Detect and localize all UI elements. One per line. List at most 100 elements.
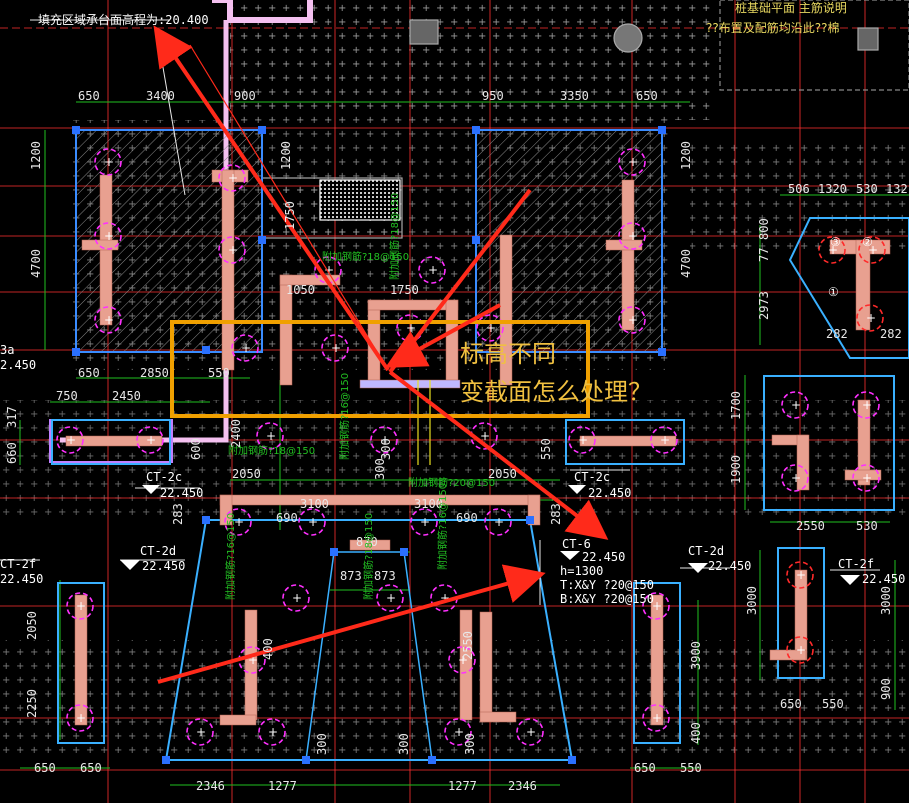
grid-node-14 <box>428 756 436 764</box>
grid-node-11 <box>162 756 170 764</box>
svg-text:+: + <box>796 643 806 657</box>
svg-text:+: + <box>440 591 450 605</box>
svg-text:+: + <box>196 725 206 739</box>
ct6-detail-2: B:X&Y ?20@150 <box>560 592 654 606</box>
cap-label-1-name: CT-2c <box>574 470 610 484</box>
svg-text:+: + <box>241 341 251 355</box>
svg-text:+: + <box>76 711 86 725</box>
svg-text:+: + <box>458 653 468 667</box>
grid-node-8 <box>202 346 210 354</box>
annotation-box <box>170 320 590 418</box>
pile-27: + <box>642 592 670 620</box>
top-left-note: 填充区域承台面高程为:20.400 <box>38 12 209 27</box>
dim-v-right-9: 900 <box>879 678 893 700</box>
cap-label-5-elev: 22.450 <box>862 572 905 586</box>
pile-24: + <box>484 508 512 536</box>
dim-center-7: 690 <box>456 511 478 525</box>
dim-mid-1: 2850 <box>140 366 169 380</box>
annotation-line-2: 变截面怎么处理？ <box>460 378 652 406</box>
pile-3: + <box>218 164 246 192</box>
grid-node-6 <box>472 236 480 244</box>
pile-40: + <box>186 718 214 746</box>
rebar-label-4: 附加钢筋?16@150 <box>224 513 237 600</box>
pile-37: + <box>376 584 404 612</box>
pile-17: + <box>650 426 678 454</box>
svg-text:+: + <box>494 515 504 529</box>
cap-label-6-name: CT-6 <box>562 537 591 551</box>
dim-v-right-15: 300 <box>463 733 477 755</box>
pile-2: + <box>94 306 122 334</box>
dim-v-left-4: 2050 <box>25 611 39 640</box>
circle-number-2: ③ <box>830 235 841 249</box>
pile-16: + <box>568 426 596 454</box>
dimension-lines <box>19 101 909 786</box>
pile-26: + <box>66 704 94 732</box>
svg-text:+: + <box>228 243 238 257</box>
pile-19: + <box>370 426 398 454</box>
svg-text:+: + <box>862 398 872 412</box>
dim-left-row-0: 750 <box>56 389 78 403</box>
pile-8: + <box>231 334 259 362</box>
dim-bottom-right-4: 282 <box>826 327 848 341</box>
svg-text:+: + <box>248 653 258 667</box>
dim-bottom-4: 1277 <box>448 779 477 793</box>
svg-text:+: + <box>266 429 276 443</box>
cap-label-5-name: CT-2f <box>838 557 874 571</box>
thin-red-line <box>189 44 389 371</box>
pile-1: + <box>94 222 122 250</box>
left-edge-label-1: 2.450 <box>0 358 36 372</box>
svg-text:+: + <box>146 433 156 447</box>
cap-label-1-elev: 22.450 <box>588 486 631 500</box>
dim-v-right-13: 300 <box>315 733 329 755</box>
pile-43: + <box>516 718 544 746</box>
dim-bottom-2: 2346 <box>196 779 225 793</box>
dim-center-1: 1750 <box>390 283 419 297</box>
grid-node-7 <box>658 348 666 356</box>
dim-v-right-1: 4700 <box>679 249 693 278</box>
rebar-label-7: 附加钢筋?18@150 <box>388 193 401 280</box>
cap-label-0-name: CT-2c <box>146 470 182 484</box>
dim-v-right-14: 300 <box>397 733 411 755</box>
cap-label-3-name: CT-2d <box>688 544 724 558</box>
dim-bottom-right-2: 650 <box>780 697 802 711</box>
ct6-detail-1: T:X&Y ?20@150 <box>560 578 654 592</box>
grid-node-12 <box>568 756 576 764</box>
dim-v-mid-7: 283 <box>171 503 185 525</box>
dim-v-left-2: 317 <box>5 406 19 428</box>
dim-top-3: 950 <box>482 89 504 103</box>
svg-text:+: + <box>104 155 114 169</box>
dim-top-right-1: 1320 <box>818 182 847 196</box>
dim-v-right-0: 1200 <box>679 141 693 170</box>
svg-text:+: + <box>652 599 662 613</box>
dim-top-5: 650 <box>636 89 658 103</box>
dim-v-left-5: 2250 <box>25 689 39 718</box>
dim-center-4: 3100 <box>300 497 329 511</box>
rebar-label-0: 附加钢筋?18@150 <box>322 250 409 263</box>
grid-node-1 <box>258 126 266 134</box>
grid-node-5 <box>258 236 266 244</box>
grid-node-0 <box>72 126 80 134</box>
dim-v-left-0: 1200 <box>29 141 43 170</box>
dim-v-right-12: 400 <box>261 638 275 660</box>
dim-top-4: 3350 <box>560 89 589 103</box>
dim-center-0: 1050 <box>286 283 315 297</box>
cap-label-3-elev: 22.450 <box>708 559 751 573</box>
grid-node-9 <box>202 516 210 524</box>
pile-cap-ct2d-right <box>633 582 681 744</box>
grid-node-10 <box>526 516 534 524</box>
dim-top-2: 900 <box>234 89 256 103</box>
pile-45: + <box>858 236 886 264</box>
dim-bottom-6: 650 <box>634 761 656 775</box>
pile-cap-ct2f-right <box>777 547 825 679</box>
svg-text:+: + <box>104 313 114 327</box>
pile-7: + <box>618 306 646 334</box>
svg-text:+: + <box>486 321 496 335</box>
dim-v-right-8: 3000 <box>879 586 893 615</box>
svg-text:+: + <box>228 171 238 185</box>
cap-label-4-name: CT-2f <box>0 557 36 571</box>
svg-text:+: + <box>828 243 838 257</box>
dim-top-right-0: 506 <box>788 182 810 196</box>
rebar-label-3: 附加钢筋?16@150 <box>338 373 351 460</box>
